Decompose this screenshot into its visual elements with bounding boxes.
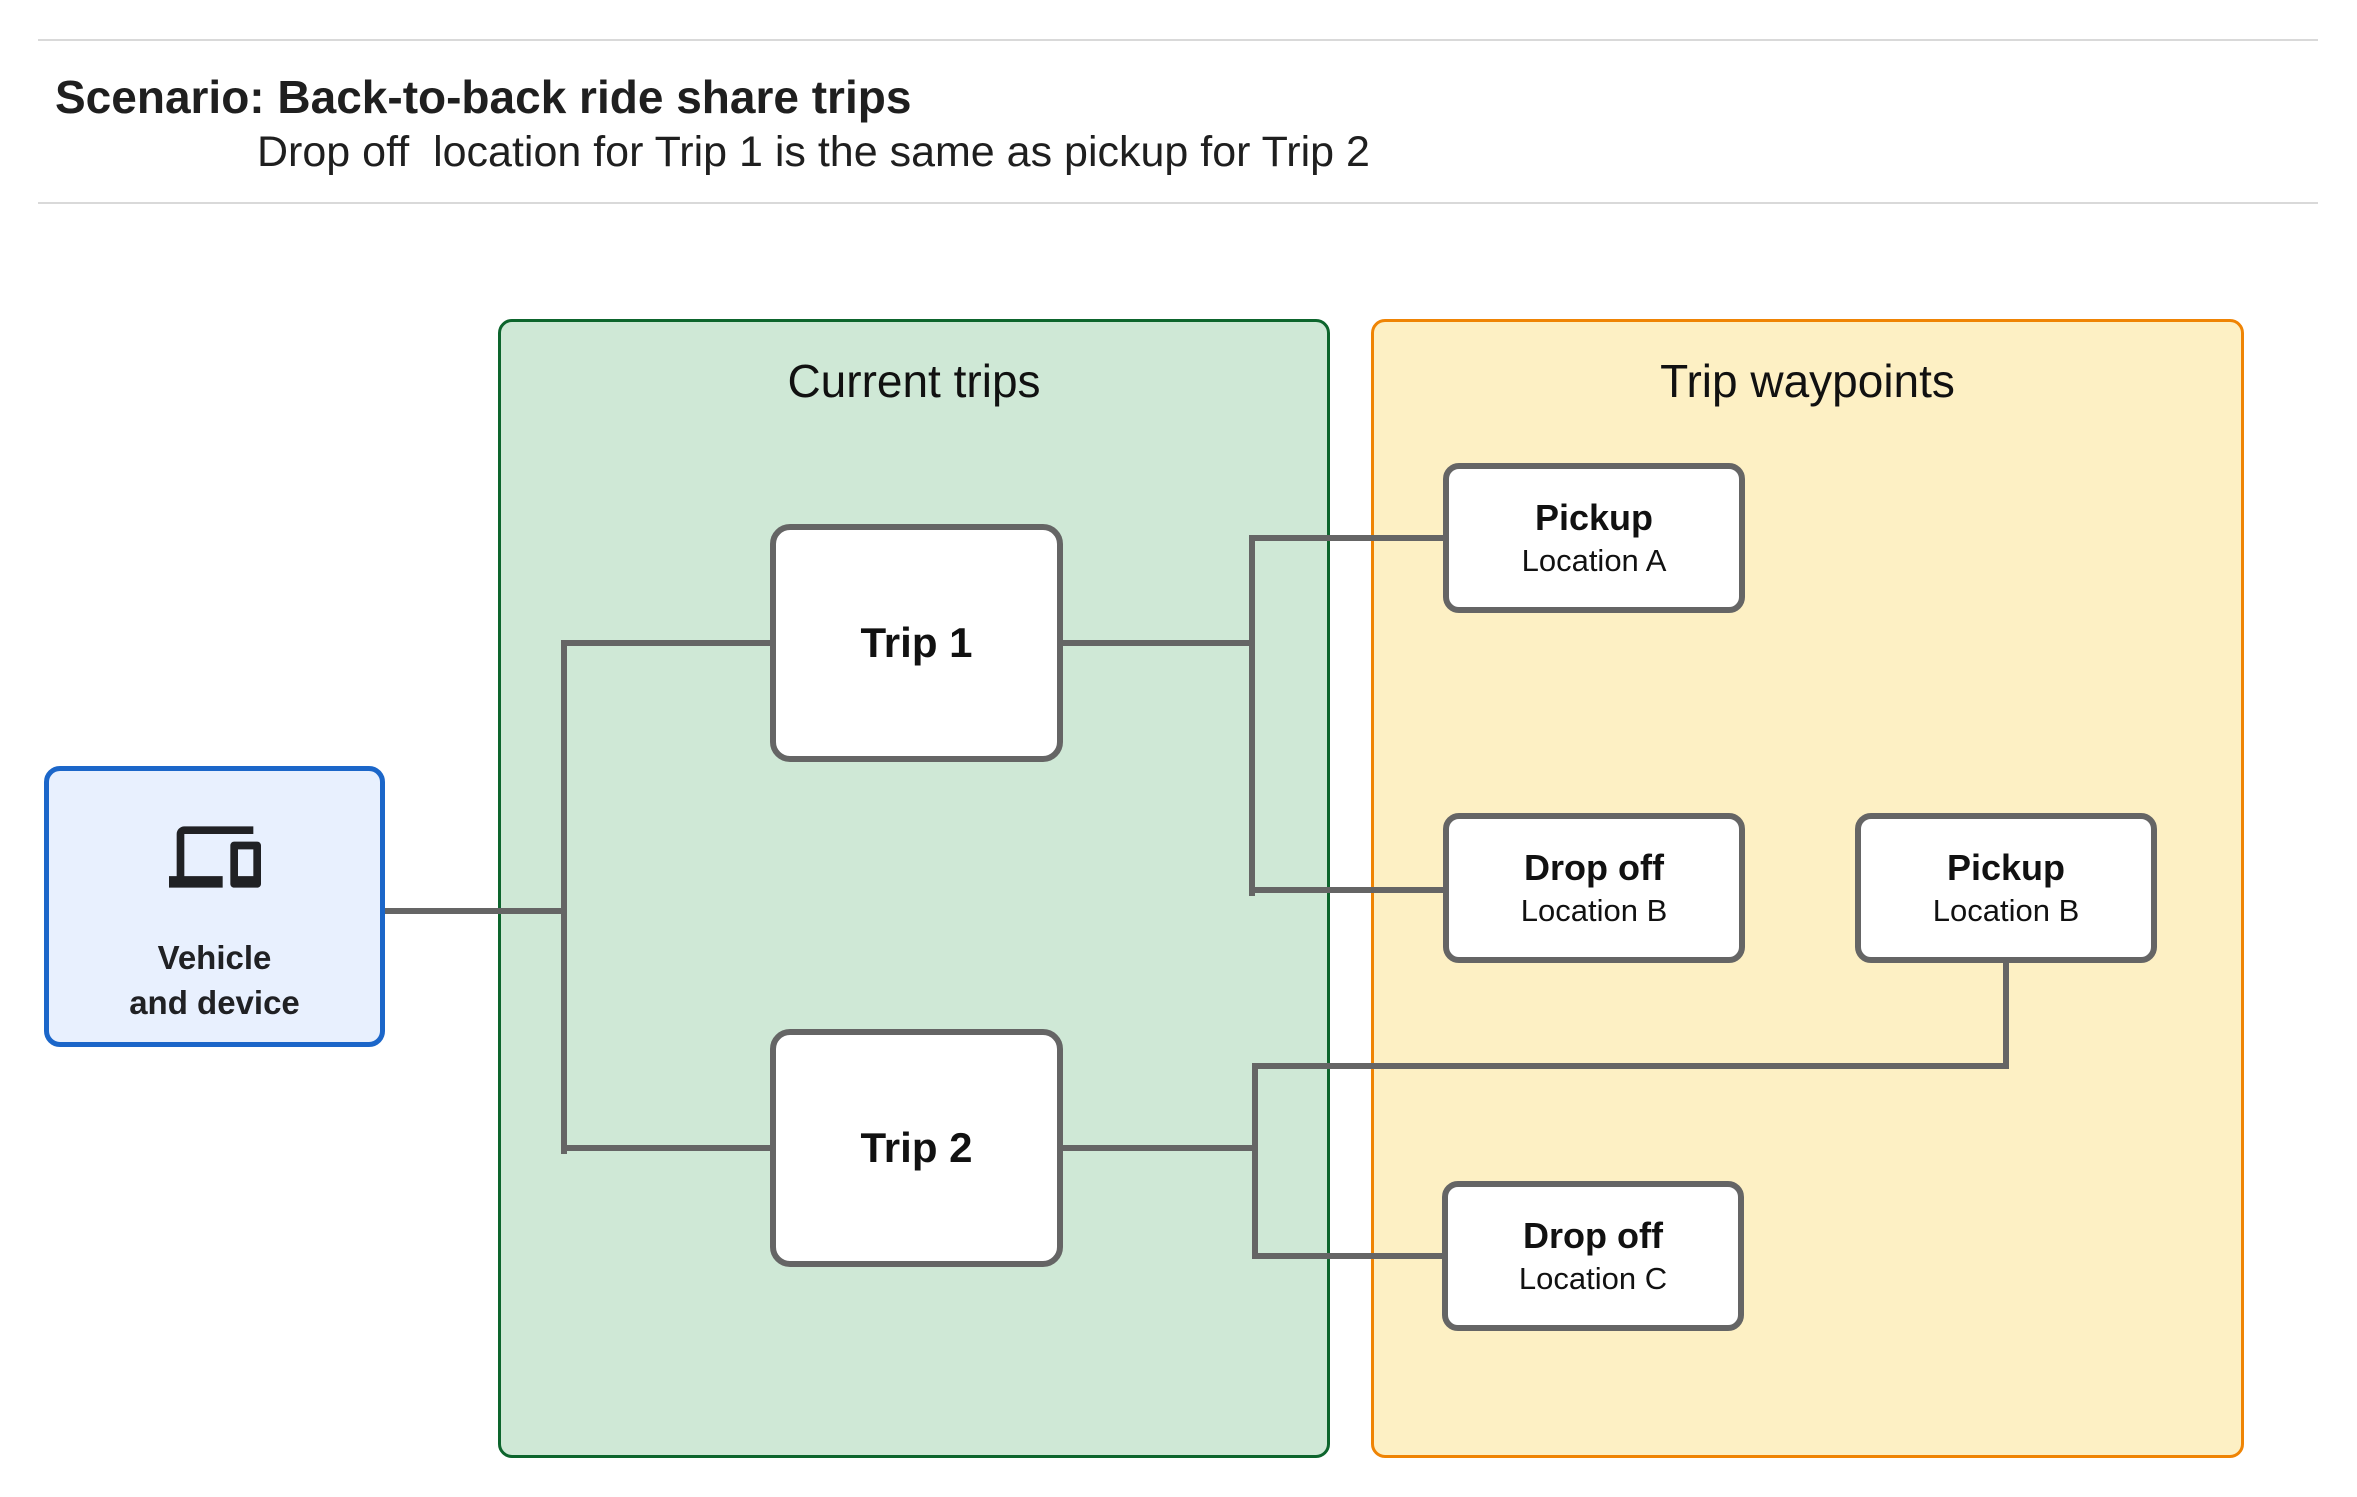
waypoint-type: Drop off [1523, 1215, 1663, 1256]
connector-trip2-vertical [1252, 1063, 1258, 1259]
page-title: Scenario: Back-to-back ride share trips [55, 71, 912, 123]
panel-trip-waypoints-title: Trip waypoints [1660, 355, 1955, 407]
connector-branch-vertical [561, 640, 567, 1154]
vehicle-label-line1: Vehicle [157, 939, 272, 976]
waypoint-location: Location B [1932, 893, 2080, 928]
vehicle-label-line2: and device [129, 984, 300, 1021]
panel-current-trips-title: Current trips [787, 355, 1041, 407]
vehicle-node: Vehicle and device [44, 766, 385, 1047]
waypoint-location: Location B [1520, 893, 1668, 928]
panel-current-trips: Current trips [498, 319, 1330, 1458]
vehicle-node-label: Vehicle and device [49, 935, 380, 1025]
connector-trip2-in [561, 1145, 770, 1151]
trip-1-node: Trip 1 [770, 524, 1063, 762]
connector-trip2-out [1063, 1145, 1255, 1151]
trip-1-label: Trip 1 [860, 619, 973, 666]
devices-icon [168, 826, 261, 888]
waypoint-type: Pickup [1534, 497, 1654, 538]
top-divider [38, 39, 2318, 41]
connector-vehicle-out [385, 908, 567, 914]
connector-pickup-a-in [1249, 535, 1443, 541]
connector-trip1-out [1063, 640, 1255, 646]
connector-pickup-b-horizontal [1252, 1063, 2009, 1069]
trip-2-label: Trip 2 [860, 1124, 973, 1171]
waypoint-dropoff-location-b: Drop off Location B [1443, 813, 1745, 963]
trip-2-node: Trip 2 [770, 1029, 1063, 1267]
connector-dropoff-b-in [1249, 887, 1443, 893]
page-subtitle: Drop off location for Trip 1 is the same… [257, 128, 1370, 176]
waypoint-pickup-location-b: Pickup Location B [1855, 813, 2157, 963]
connector-trip1-vertical [1249, 535, 1255, 896]
waypoint-type: Drop off [1524, 847, 1664, 888]
connector-trip1-in [561, 640, 770, 646]
connector-dropoff-c-in [1252, 1253, 1443, 1259]
header-divider [38, 202, 2318, 204]
connector-pickup-b-down [2003, 960, 2009, 1069]
waypoint-type: Pickup [1946, 847, 2066, 888]
waypoint-location: Location C [1518, 1261, 1668, 1296]
waypoint-pickup-location-a: Pickup Location A [1443, 463, 1745, 613]
waypoint-location: Location A [1521, 543, 1667, 578]
waypoint-dropoff-location-c: Drop off Location C [1442, 1181, 1744, 1331]
